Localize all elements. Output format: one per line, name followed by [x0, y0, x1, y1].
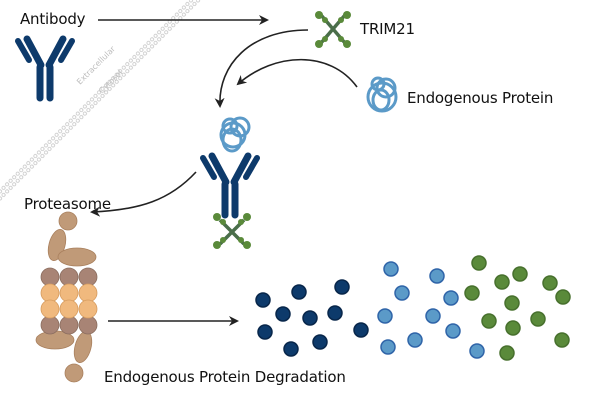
protein-fragment-dot — [302, 310, 318, 326]
complex-antibody-icon — [200, 152, 260, 219]
protein-fragment-dot — [327, 305, 343, 321]
arrow-complex-to-proteasome — [90, 171, 197, 217]
protein-fragment-dot — [377, 308, 393, 324]
protein-fragment-dot — [275, 306, 291, 322]
cell-membrane — [0, 0, 312, 287]
protein-fragment-dot — [257, 324, 273, 340]
protein-fragment-dot — [425, 308, 441, 324]
complex-trim21-icon — [213, 213, 251, 249]
cytosol-label: Cytosol — [97, 68, 124, 95]
protein-fragment-dot — [512, 266, 528, 282]
protein-fragment-dot — [312, 334, 328, 350]
protein-fragment-dot — [291, 284, 307, 300]
trim21-label: TRIM21 — [360, 20, 415, 38]
protein-fragment-dot — [505, 320, 521, 336]
navy-fragments — [255, 279, 369, 357]
endogenous-protein-label: Endogenous Protein — [407, 89, 554, 107]
protein-fragment-dot — [469, 343, 485, 359]
protein-fragment-dot — [407, 332, 423, 348]
protein-fragment-dot — [334, 279, 350, 295]
arrow-protein-to-complex — [236, 58, 358, 88]
protein-fragment-dot — [443, 290, 459, 306]
protein-fragment-dot — [394, 285, 410, 301]
protein-fragment-dot — [481, 313, 497, 329]
endogenous-protein-icon — [366, 76, 398, 113]
protein-fragment-dot — [554, 332, 570, 348]
proteasome-label: Proteasome — [24, 195, 111, 213]
protein-fragment-dot — [494, 274, 510, 290]
protein-fragment-dot — [445, 323, 461, 339]
protein-fragment-dot — [429, 268, 445, 284]
complex-protein-icon — [219, 116, 251, 153]
protein-fragment-dot — [471, 255, 487, 271]
protein-fragment-dot — [542, 275, 558, 291]
blue-fragments — [377, 261, 485, 359]
protein-fragment-dot — [464, 285, 480, 301]
antibody-label: Antibody — [20, 10, 86, 28]
protein-fragment-dot — [255, 292, 271, 308]
arrows — [90, 15, 358, 326]
protein-fragment-dot — [380, 339, 396, 355]
protein-fragment-dot — [504, 295, 520, 311]
trim21-icon — [315, 11, 351, 48]
protein-fragment-dot — [555, 289, 571, 305]
protein-fragment-dot — [530, 311, 546, 327]
degradation-label: Endogenous Protein Degradation — [104, 368, 346, 386]
protein-fragment-dot — [353, 322, 369, 338]
protein-fragment-dot — [283, 341, 299, 357]
green-fragments — [464, 255, 571, 361]
protein-fragment-dot — [383, 261, 399, 277]
arrow-trim21-to-complex — [214, 29, 309, 108]
proteasome-icon — [35, 211, 98, 383]
protein-fragment-dot — [499, 345, 515, 361]
antibody-icon — [15, 35, 75, 102]
